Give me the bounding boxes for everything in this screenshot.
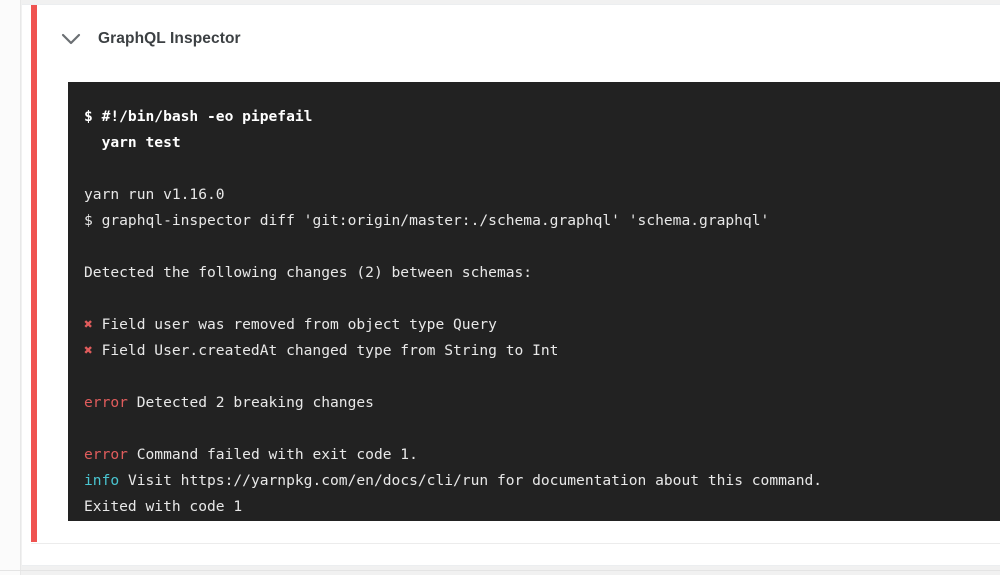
log-level-error: error [84,446,128,463]
terminal-line-text: Field User.createdAt changed type from S… [92,342,559,359]
card-header[interactable]: GraphQL Inspector [22,17,241,61]
breaking-change-icon: ✖ [84,316,93,333]
terminal-line: $ #!/bin/bash -eo pipefail [84,108,313,125]
page-bottom-divider [0,570,1000,571]
card-divider [31,543,1000,544]
log-level-error: error [84,394,128,411]
terminal-line: Detected the following changes (2) betwe… [84,264,533,281]
terminal-line [84,416,992,442]
terminal-line [84,234,992,260]
terminal-line: error Detected 2 breaking changes [84,390,992,416]
terminal-lines: $ #!/bin/bash -eo pipefail yarn test yar… [68,82,1000,521]
terminal-line: yarn test [84,134,181,151]
left-gutter [0,0,21,575]
page-title: GraphQL Inspector [98,30,241,47]
terminal-line-text: Detected 2 breaking changes [127,394,374,411]
terminal-line-text: Field user was removed from object type … [92,316,497,333]
log-level-info: info [84,472,120,489]
build-step-card: GraphQL Inspector $ #!/bin/bash -eo pipe… [22,4,1000,566]
terminal-line [84,156,992,182]
terminal-line: ✖ Field user was removed from object typ… [84,312,992,338]
status-accent-bar [31,5,37,542]
terminal-line: info Visit https://yarnpkg.com/en/docs/c… [84,468,992,494]
terminal-line: error Command failed with exit code 1. [84,442,992,468]
terminal-line: yarn run v1.16.0 [84,186,225,203]
terminal-line-text: Command failed with exit code 1. [127,446,418,463]
terminal-line: $ graphql-inspector diff 'git:origin/mas… [84,212,770,229]
terminal-log[interactable]: $ #!/bin/bash -eo pipefail yarn test yar… [68,82,1000,521]
chevron-down-icon[interactable] [58,26,84,52]
breaking-change-icon: ✖ [84,342,93,359]
terminal-line [84,286,992,312]
terminal-line [84,364,992,390]
terminal-line: ✖ Field User.createdAt changed type from… [84,338,992,364]
terminal-line-text: Visit https://yarnpkg.com/en/docs/cli/ru… [119,472,823,489]
terminal-line: Exited with code 1 [84,498,243,515]
